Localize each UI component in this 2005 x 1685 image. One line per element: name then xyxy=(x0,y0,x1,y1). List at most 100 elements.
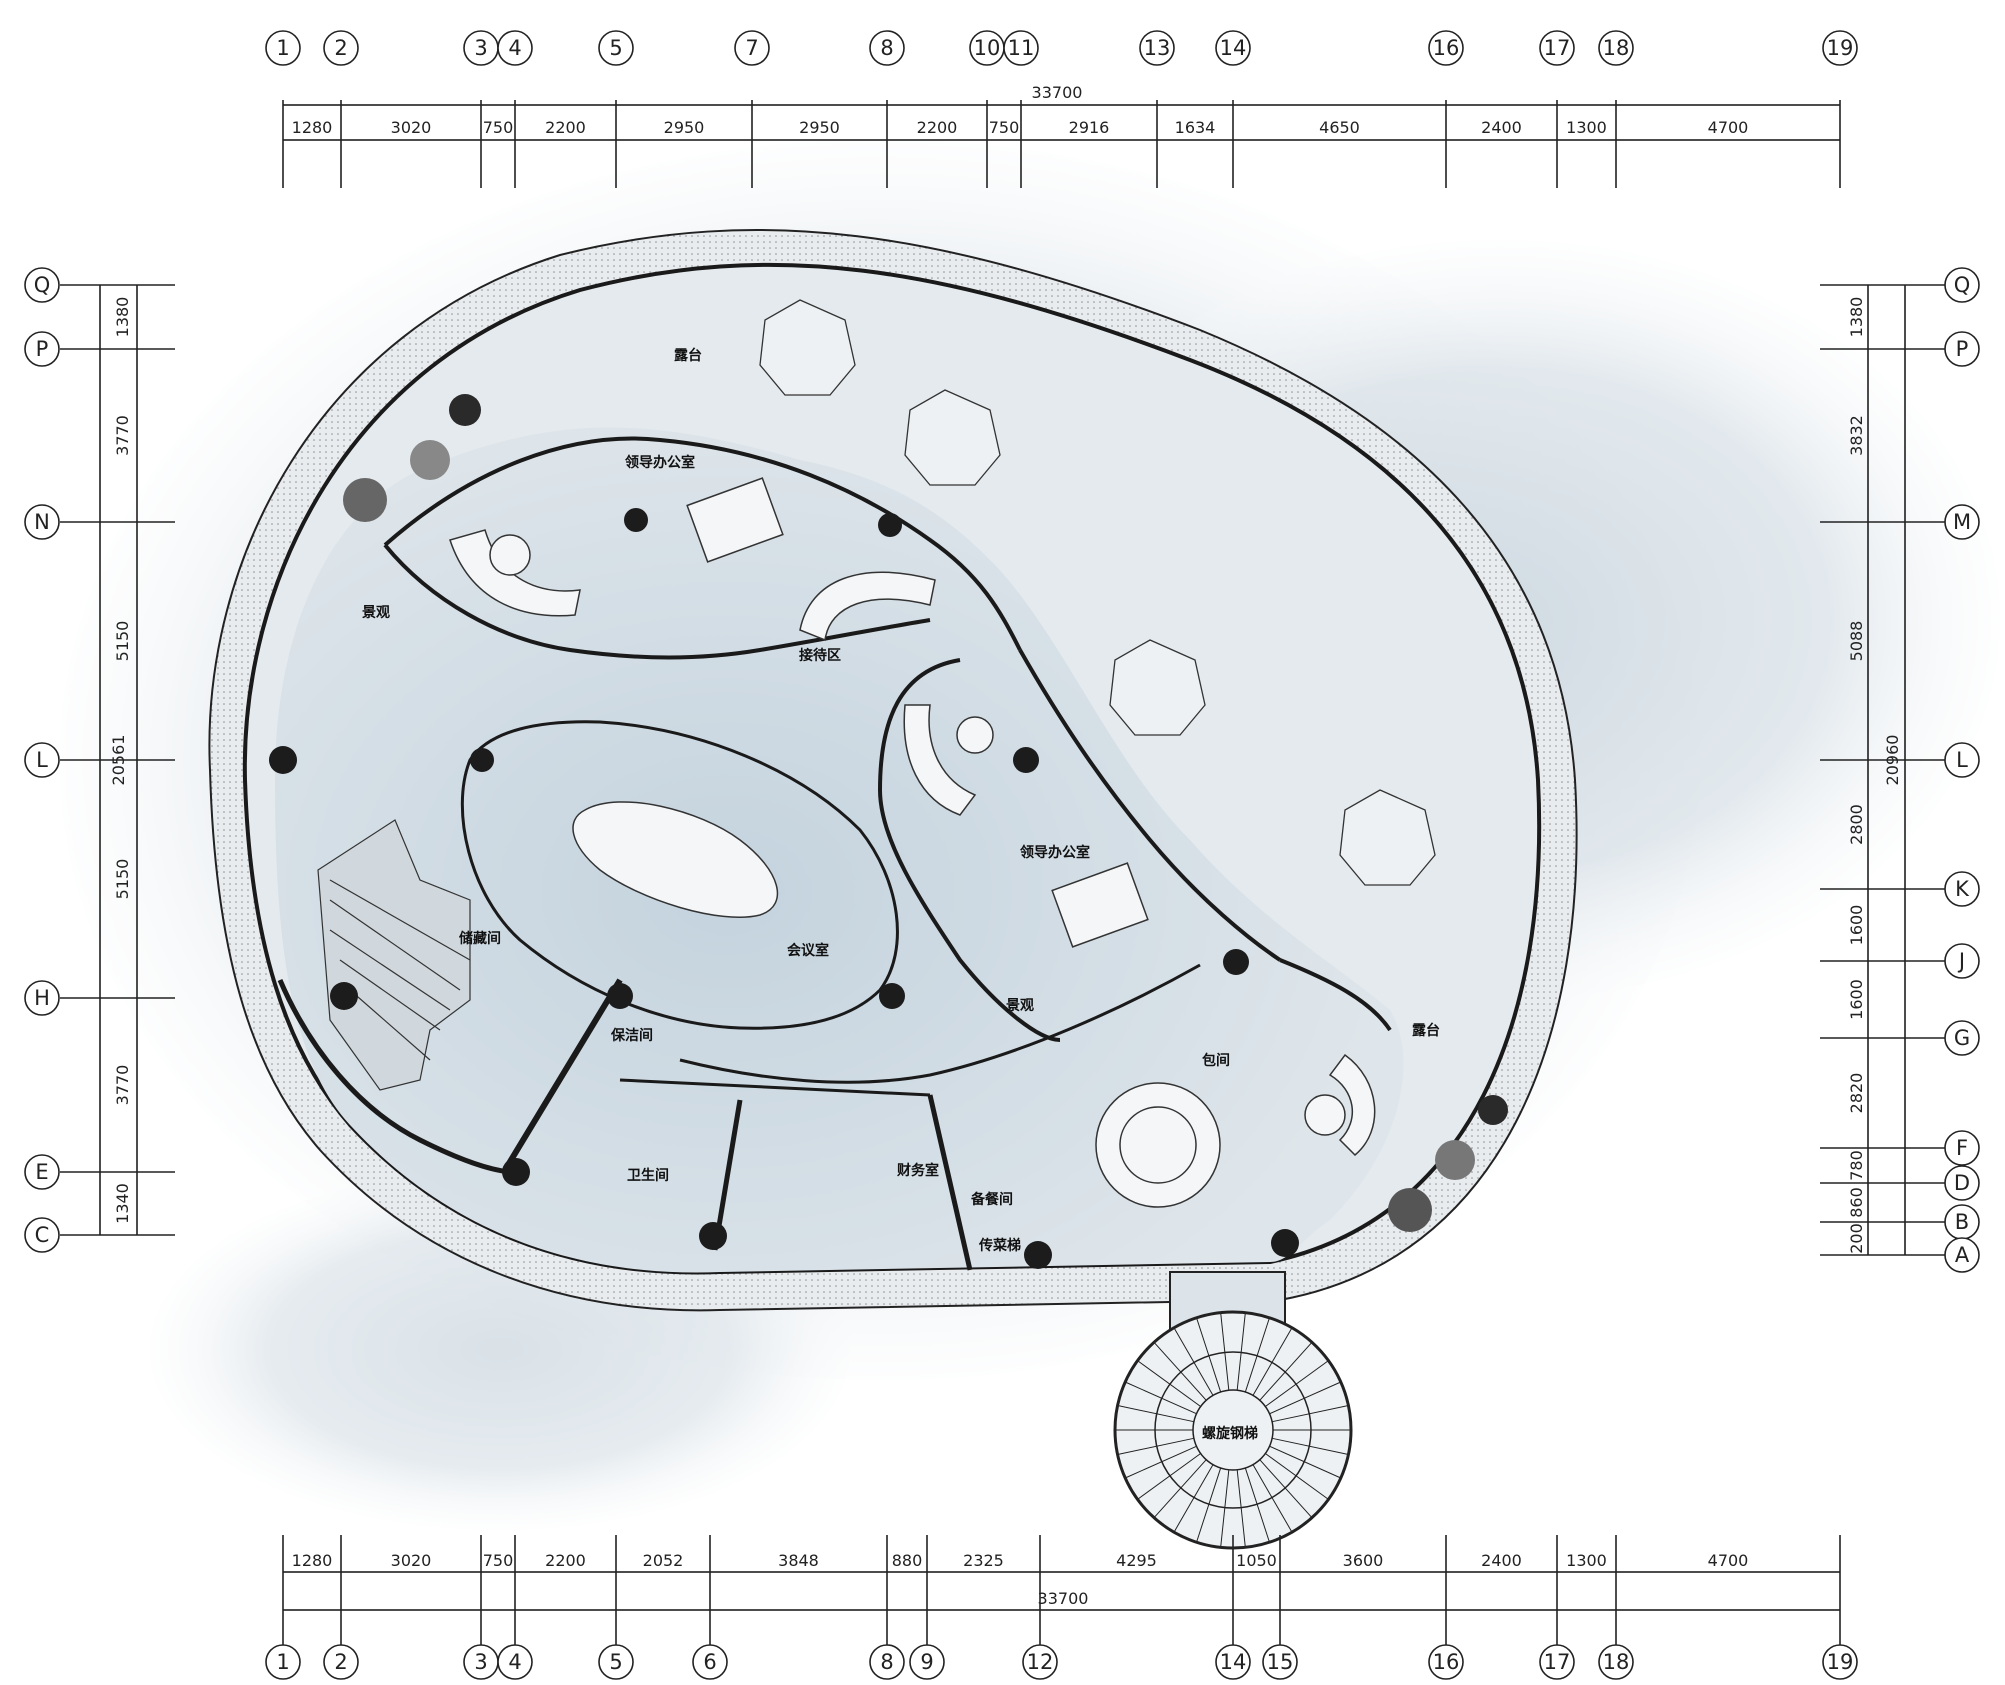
left-axis-label: P xyxy=(36,337,49,361)
bottom-dimension-label: 3020 xyxy=(391,1551,432,1570)
top-axis-label: 19 xyxy=(1827,36,1854,60)
left-axis-bubble xyxy=(24,980,60,1016)
bottom-dimension-label: 1050 xyxy=(1236,1551,1277,1570)
top-dimension-label: 1634 xyxy=(1175,118,1216,137)
right-axis-label: D xyxy=(1954,1171,1970,1195)
bottom-axis-bubble xyxy=(1262,1644,1298,1680)
right-axis-label: F xyxy=(1956,1136,1968,1160)
bottom-dimension-label: 2200 xyxy=(545,1551,586,1570)
stair-tread xyxy=(1269,1381,1342,1415)
right-dimension-label: 5088 xyxy=(1847,621,1866,662)
stair-tread xyxy=(1252,1327,1293,1396)
bottom-dimension-label: 3848 xyxy=(778,1551,819,1570)
top-dimension-label: 4700 xyxy=(1708,118,1749,137)
trees xyxy=(343,394,1508,1232)
top-axis-bubble xyxy=(1822,30,1858,66)
stair-hatch xyxy=(317,819,471,1091)
top-axis-label: 17 xyxy=(1544,36,1571,60)
right-axis-bubble xyxy=(1944,331,1980,367)
bottom-axis-label: 6 xyxy=(703,1650,716,1674)
right-axis-bubble xyxy=(1944,1165,1980,1201)
bottom-axis-label: 8 xyxy=(880,1650,893,1674)
left-axis-bubble xyxy=(24,331,60,367)
stair-tread xyxy=(1265,1453,1329,1500)
stair-tread xyxy=(1196,1317,1222,1393)
room-label-terrace-right: 露台 xyxy=(1412,1022,1440,1039)
stair-tread xyxy=(1137,1360,1201,1407)
right-dimensions: 20960 1380383250882800160016002820780860… xyxy=(1820,267,1980,1273)
stair-tread xyxy=(1244,1467,1270,1543)
right-dimension-label: 2800 xyxy=(1847,804,1866,845)
room-label-pantry: 备餐间 xyxy=(970,1191,1013,1208)
right-axis-label: A xyxy=(1955,1243,1970,1267)
bottom-axis-label: 5 xyxy=(609,1650,622,1674)
left-dimension-label: 1340 xyxy=(113,1183,132,1224)
top-dimension-label: 750 xyxy=(989,118,1020,137)
top-dimension-label: 2916 xyxy=(1069,118,1110,137)
bottom-dimension-label: 2325 xyxy=(963,1551,1004,1570)
stair-tread xyxy=(1272,1404,1349,1423)
bottom-dimension-label: 2400 xyxy=(1481,1551,1522,1570)
bottom-axis-label: 9 xyxy=(920,1650,933,1674)
bottom-axis-label: 15 xyxy=(1267,1650,1294,1674)
stair-tread xyxy=(1259,1341,1313,1401)
top-axis-label: 13 xyxy=(1144,36,1171,60)
bottom-axis-label: 3 xyxy=(474,1650,487,1674)
bottom-axis-bubble xyxy=(692,1644,728,1680)
bottom-total-dimension: 33700 xyxy=(1038,1589,1089,1608)
bottom-axis-bubble xyxy=(909,1644,945,1680)
top-dimension-label: 1280 xyxy=(292,118,333,137)
bottom-dimension-label: 4700 xyxy=(1708,1551,1749,1570)
bottom-dimension-label: 880 xyxy=(892,1551,923,1570)
left-axis-bubble xyxy=(24,742,60,778)
meeting-table xyxy=(572,801,779,918)
room-label-meeting: 会议室 xyxy=(787,942,829,959)
left-dimension-label: 3770 xyxy=(113,1065,132,1106)
left-axis-label: N xyxy=(34,510,50,534)
right-axis-label: B xyxy=(1955,1210,1969,1234)
stair-tread xyxy=(1265,1360,1329,1407)
stair-tread xyxy=(1252,1464,1293,1533)
room-labels: 露台 露台 领导办公室 领导办公室 接待区 景观 景观 会议室 储藏间 保洁间 … xyxy=(362,347,1440,1442)
top-dimension-label: 3020 xyxy=(391,118,432,137)
room-label-toilet: 卫生间 xyxy=(627,1167,669,1184)
stair-tread xyxy=(1259,1459,1313,1519)
right-dimension-label: 3832 xyxy=(1847,415,1866,456)
bottom-axis-bubble xyxy=(1539,1644,1575,1680)
stair-tread xyxy=(1153,1341,1207,1401)
bottom-dimension-label: 1280 xyxy=(292,1551,333,1570)
top-dimension-label: 2950 xyxy=(664,118,705,137)
left-axis-label: H xyxy=(34,986,50,1010)
structural-columns xyxy=(269,508,1299,1269)
stair-tread xyxy=(1244,1317,1270,1393)
stair-tread xyxy=(1117,1404,1194,1423)
right-dimension-label: 2820 xyxy=(1847,1073,1866,1114)
right-dimension-label: 1600 xyxy=(1847,979,1866,1020)
stair-tread xyxy=(1220,1312,1230,1391)
bottom-axis-bubble xyxy=(1022,1644,1058,1680)
interior-walls xyxy=(277,436,1392,1271)
office-furniture xyxy=(449,477,1376,1157)
top-dimension-label: 1300 xyxy=(1566,118,1607,137)
right-axis-label: J xyxy=(1957,949,1965,973)
top-axis-label: 10 xyxy=(974,36,1001,60)
stair-tread xyxy=(1124,1445,1197,1479)
top-axis-label: 4 xyxy=(508,36,521,60)
bottom-axis-label: 1 xyxy=(276,1650,289,1674)
bottom-axis-bubble xyxy=(265,1644,301,1680)
top-axis-label: 18 xyxy=(1603,36,1630,60)
top-axis-bubble xyxy=(497,30,533,66)
top-axis-label: 2 xyxy=(334,36,347,60)
stair-tread xyxy=(1196,1467,1222,1543)
top-axis-bubble xyxy=(1003,30,1039,66)
bottom-axis-label: 19 xyxy=(1827,1650,1854,1674)
bottom-axis-label: 12 xyxy=(1027,1650,1054,1674)
right-dimension-label: 1600 xyxy=(1847,905,1866,946)
room-label-finance: 财务室 xyxy=(896,1162,939,1179)
bottom-dimension-label: 4295 xyxy=(1116,1551,1157,1570)
top-axis-label: 8 xyxy=(880,36,893,60)
top-axis-label: 11 xyxy=(1008,36,1035,60)
